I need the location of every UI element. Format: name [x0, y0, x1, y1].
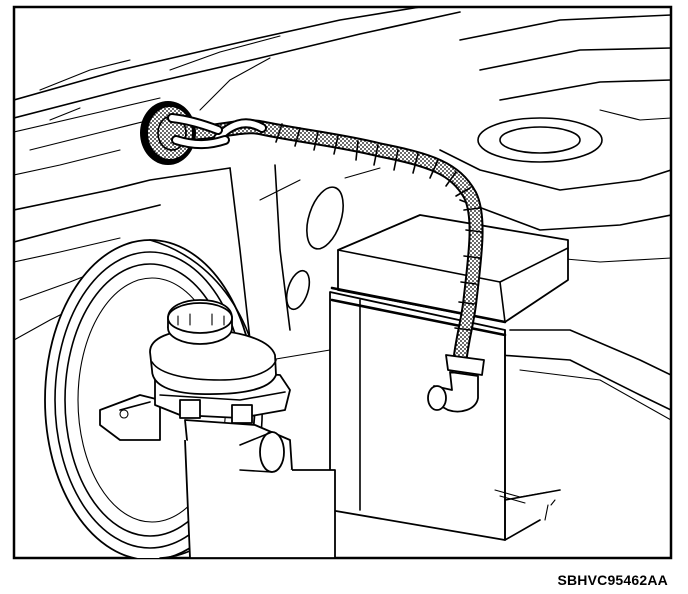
figure-reference-code: SBHVC95462AA — [557, 572, 668, 588]
fender — [499, 329, 671, 421]
master-cylinder — [99, 299, 336, 558]
wiring-harness — [157, 118, 485, 413]
engine-block — [229, 164, 381, 361]
grommet — [140, 101, 230, 165]
firewall-panel — [14, 7, 461, 341]
strut-tower — [439, 14, 671, 263]
electrical-box — [329, 214, 569, 541]
